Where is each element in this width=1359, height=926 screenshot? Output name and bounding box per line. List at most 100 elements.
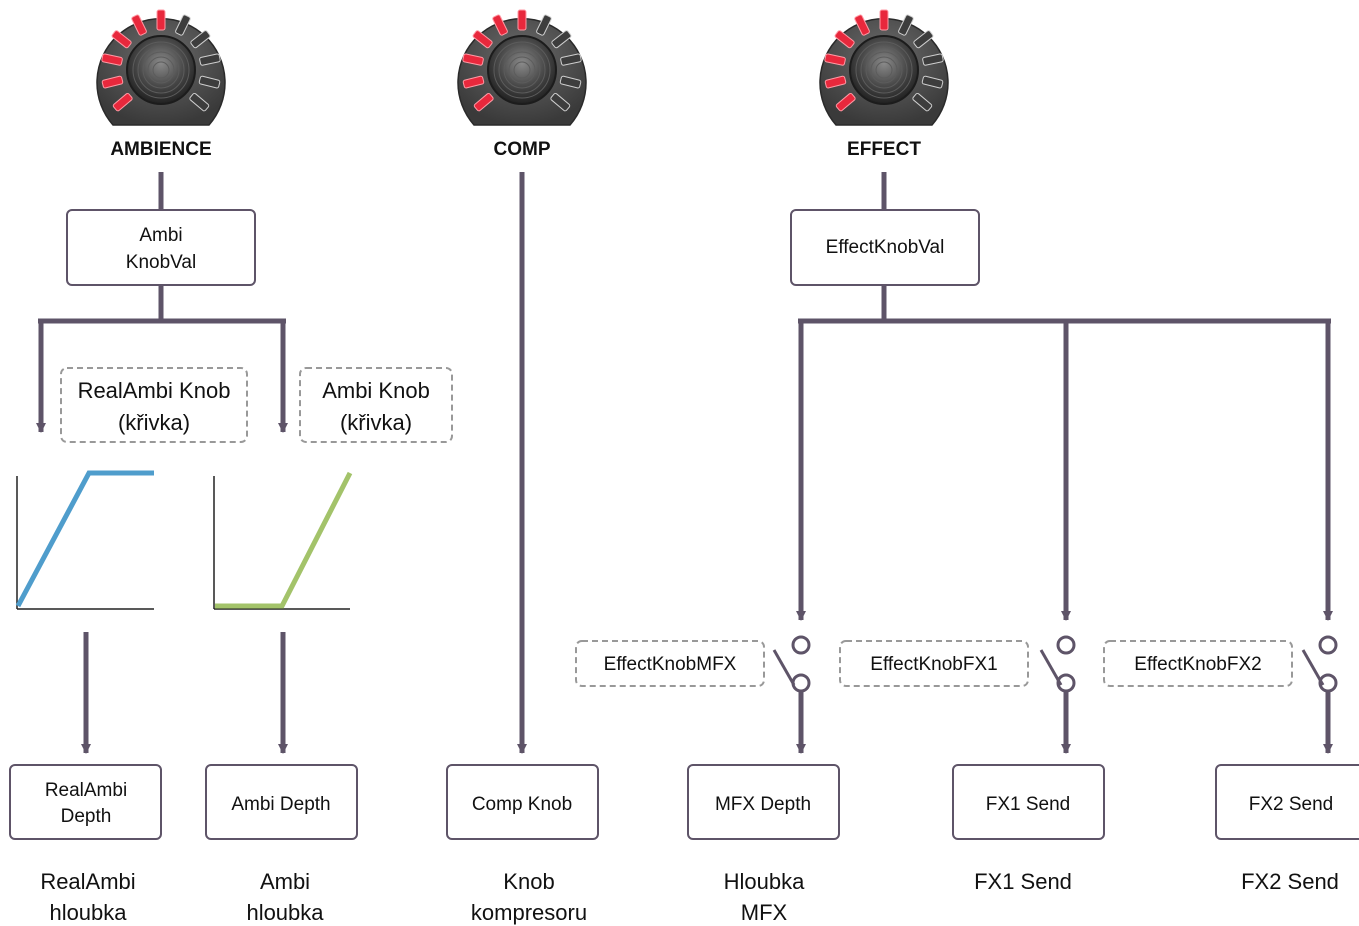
knob-led-on xyxy=(101,53,123,66)
knob-led-on xyxy=(824,53,846,66)
knob-ring xyxy=(855,41,913,99)
fx1-send-box xyxy=(952,764,1105,840)
ambi-depth-box xyxy=(205,764,358,840)
ambi-knobval-box xyxy=(66,209,256,286)
mfx-caption-2: MFX xyxy=(741,900,788,925)
knob-led-on xyxy=(824,75,847,89)
comp-knob-text: Comp Knob xyxy=(472,794,572,815)
knob-led-on xyxy=(835,92,856,112)
mfx-caption-1: Hloubka xyxy=(724,869,805,894)
ambience-knob-icon xyxy=(96,9,226,126)
fx2-send-box xyxy=(1215,764,1359,840)
effect-knob-icon xyxy=(819,9,949,126)
knob-ring xyxy=(142,51,180,89)
knob-ring xyxy=(503,51,541,89)
knob-led-on xyxy=(854,14,870,36)
knob-led-off xyxy=(559,75,582,89)
knob-cap xyxy=(849,35,919,105)
knob-led-on xyxy=(462,53,484,66)
effect-knob-mfx-note-box xyxy=(575,640,765,687)
comp-knob-icon xyxy=(457,9,587,126)
mfx-switch-icon xyxy=(772,635,811,693)
fx2-send-text: FX2 Send xyxy=(1249,794,1334,815)
realambi-knob-note-box xyxy=(60,367,248,443)
knob-led-off xyxy=(551,30,572,49)
ambi-knobval-text-1: Ambi xyxy=(139,225,182,246)
knob-cap xyxy=(126,35,196,105)
knob-led-off xyxy=(550,92,571,112)
mfx-depth-box xyxy=(687,764,840,840)
knob-ring xyxy=(508,56,536,84)
knob-ring xyxy=(865,51,903,89)
fx2-caption: FX2 Send xyxy=(1241,869,1339,894)
realambi-depth-text-2: Depth xyxy=(61,806,112,827)
knob-led-off xyxy=(898,14,914,36)
knob-ring xyxy=(137,46,185,94)
knob-ring xyxy=(147,56,175,84)
comp-caption-1: Knob xyxy=(503,869,554,894)
fx1-send-text: FX1 Send xyxy=(986,794,1071,815)
mfx-depth-text: MFX Depth xyxy=(715,794,811,815)
knob-led-off xyxy=(190,30,211,49)
connector-lines xyxy=(36,172,1333,754)
ambi-knob-note-text-2: (křivka) xyxy=(340,410,412,435)
fx2-switch-icon xyxy=(1301,635,1338,693)
knob-ring xyxy=(152,61,170,79)
knob-led-on xyxy=(111,30,132,49)
effect-knobval-box xyxy=(790,209,980,286)
knob-led-off xyxy=(913,30,934,49)
knob-led-on xyxy=(492,14,508,36)
ambi-curve-graph xyxy=(213,471,353,610)
knob-ring xyxy=(870,56,898,84)
ambience-knob-label: AMBIENCE xyxy=(110,139,211,160)
ambi-caption-2: hloubka xyxy=(246,900,324,925)
realambi-curve-graph xyxy=(15,470,154,610)
ambi-knob-note-box xyxy=(299,367,453,443)
effect-knob-fx2-note-text: EffectKnobFX2 xyxy=(1134,654,1261,675)
realambi-depth-text-1: RealAmbi xyxy=(45,780,127,801)
comp-knob-label: COMP xyxy=(494,139,551,160)
knob-led-on xyxy=(462,75,485,89)
comp-knob-box xyxy=(446,764,599,840)
knob-cap xyxy=(487,35,557,105)
knob-led-on xyxy=(879,9,889,31)
realambi-knob-note-text-1: RealAmbi Knob xyxy=(78,378,231,403)
fx1-switch-icon xyxy=(1039,635,1076,693)
knob-led-on xyxy=(834,30,855,49)
fx1-caption: FX1 Send xyxy=(974,869,1072,894)
realambi-caption-1: RealAmbi xyxy=(40,869,135,894)
knob-ring xyxy=(498,46,546,94)
knob-led-off xyxy=(560,53,582,66)
knob-led-on xyxy=(101,75,124,89)
effect-knob-label: EFFECT xyxy=(847,139,921,160)
ambi-caption-1: Ambi xyxy=(260,869,310,894)
knob-ring xyxy=(132,41,190,99)
knob-led-on xyxy=(517,9,527,31)
knob-led-on xyxy=(473,92,494,112)
knob-led-on xyxy=(156,9,166,31)
knob-led-on xyxy=(131,14,147,36)
effect-knob-fx1-note-text: EffectKnobFX1 xyxy=(870,654,997,675)
knob-ring xyxy=(875,61,893,79)
ambi-knobval-text-2: KnobVal xyxy=(126,252,196,273)
knob-led-off xyxy=(189,92,210,112)
knob-led-off xyxy=(198,75,221,89)
effect-knob-mfx-note-text: EffectKnobMFX xyxy=(604,654,737,675)
realambi-depth-box xyxy=(9,764,162,840)
knob-led-on xyxy=(472,30,493,49)
effect-knobval-text: EffectKnobVal xyxy=(826,237,945,258)
knob-led-off xyxy=(199,53,221,66)
ambi-depth-text: Ambi Depth xyxy=(231,794,330,815)
effect-knob-fx2-note-box xyxy=(1103,640,1293,687)
knob-led-off xyxy=(922,53,944,66)
comp-caption-2: kompresoru xyxy=(471,900,587,925)
effect-knob-fx1-note-box xyxy=(839,640,1029,687)
knob-ring xyxy=(860,46,908,94)
knob-led-off xyxy=(921,75,944,89)
realambi-knob-note-text-2: (křivka) xyxy=(118,410,190,435)
knob-led-on xyxy=(112,92,133,112)
knob-ring xyxy=(513,61,531,79)
knob-ring xyxy=(493,41,551,99)
knob-led-off xyxy=(912,92,933,112)
